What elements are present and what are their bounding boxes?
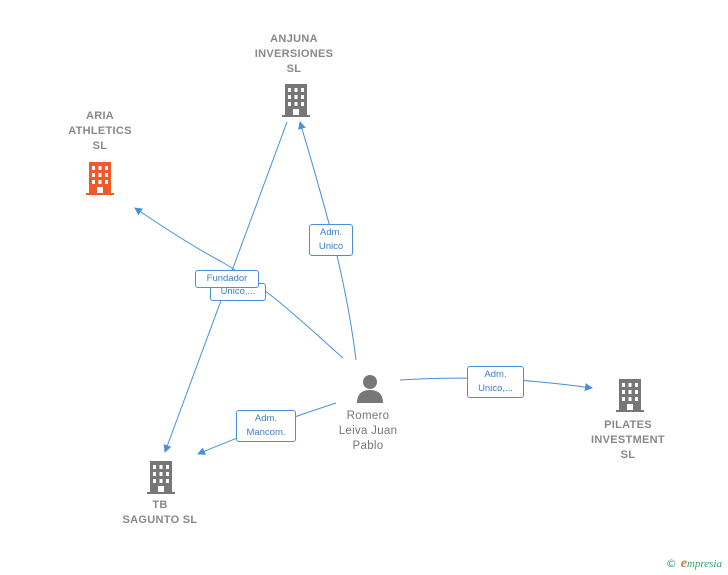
edge-person-aria xyxy=(134,207,344,359)
copyright-symbol: © xyxy=(665,557,677,570)
building-icon xyxy=(147,461,175,494)
person-icon xyxy=(357,375,383,403)
brand-footer: ©empresia xyxy=(666,556,722,572)
edge-label-adm-unico-anjuna[interactable]: Adm. Unico xyxy=(309,224,353,256)
node-label-anjuna[interactable]: ANJUNA INVERSIONES SL xyxy=(254,33,334,75)
building-icon xyxy=(616,379,644,412)
brand-logo-text: mpresia xyxy=(686,558,722,570)
edge-label-adm-mancom[interactable]: Adm. Mancom. xyxy=(236,410,296,442)
building-icon-highlight xyxy=(86,162,114,195)
edge-label-adm-unico-pilates[interactable]: Adm. Unico,... xyxy=(467,366,524,398)
node-label-person[interactable]: Romero Leiva Juan Pablo xyxy=(338,410,398,452)
node-label-aria[interactable]: ARIA ATHLETICS SL xyxy=(68,110,132,152)
edge-label-fundador[interactable]: Fundador xyxy=(195,270,259,288)
building-icon xyxy=(282,84,310,117)
node-label-pilates[interactable]: PILATES INVESTMENT SL xyxy=(591,419,665,461)
node-label-tb[interactable]: TB SAGUNTO SL xyxy=(122,499,198,526)
brand-logo-initial: e xyxy=(680,556,687,571)
